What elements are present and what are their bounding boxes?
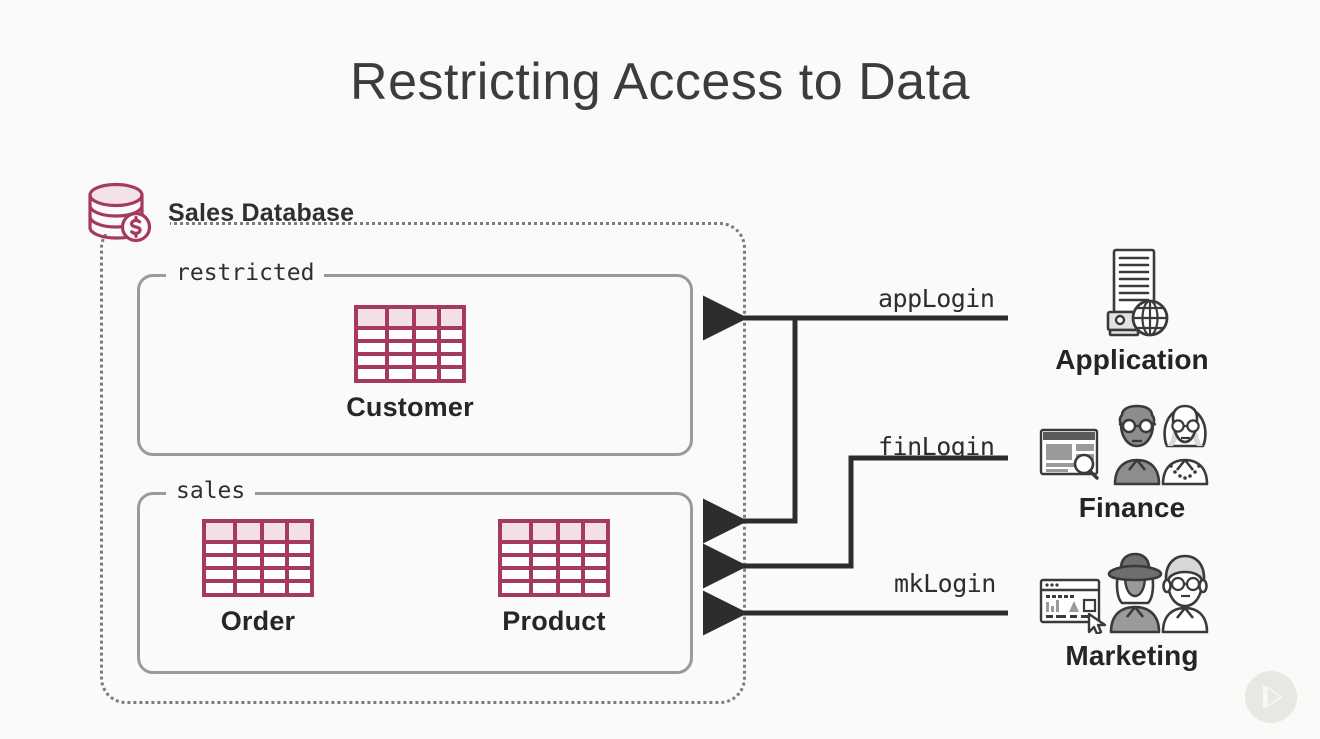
database-dollar-icon	[86, 180, 154, 244]
schema-label-sales: sales	[166, 480, 256, 503]
actor-label: Application	[1055, 344, 1209, 375]
table-node-product[interactable]: Product	[485, 519, 623, 637]
table-icon	[202, 519, 314, 597]
actor-finance[interactable]: Finance	[1017, 404, 1247, 524]
table-icon	[498, 519, 610, 597]
page-title: Restricting Access to Data	[350, 53, 970, 111]
finance-people-icon	[1037, 404, 1227, 486]
server-globe-icon	[1090, 246, 1174, 338]
schema-box-sales	[137, 492, 693, 674]
table-label: Customer	[346, 392, 474, 422]
table-node-customer[interactable]: Customer	[341, 305, 479, 423]
actor-label: Marketing	[1065, 640, 1199, 671]
table-icon	[354, 305, 466, 383]
schema-label-restricted: restricted	[166, 262, 325, 285]
actor-application[interactable]: Application	[1017, 246, 1247, 376]
actor-label: Finance	[1078, 492, 1186, 523]
database-title: Sales Database	[168, 198, 355, 227]
connector-label-mklogin: mkLogin	[894, 569, 996, 598]
actor-marketing[interactable]: Marketing	[1017, 552, 1247, 672]
table-label: Order	[220, 606, 296, 636]
play-logo-icon	[1245, 671, 1297, 723]
schema-box-restricted	[137, 274, 693, 456]
connector-label-finlogin: finLogin	[878, 432, 995, 461]
marketing-people-icon	[1037, 552, 1227, 634]
table-node-order[interactable]: Order	[189, 519, 327, 637]
table-label: Product	[502, 606, 606, 636]
connector-label-applogin: appLogin	[878, 284, 995, 313]
connector-finlogin-sales	[703, 455, 1008, 589]
database-header: Sales Database	[86, 180, 354, 244]
